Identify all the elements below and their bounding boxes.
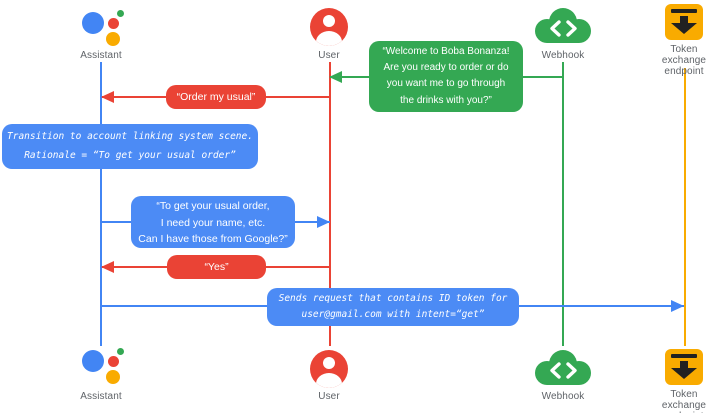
token-endpoint-lifeline [684, 68, 686, 346]
assistant-yellow-circle [106, 370, 120, 384]
assistant-red-circle [108, 18, 119, 29]
user-body-shape [316, 31, 342, 46]
welcome-message-bubble: “Welcome to Boba Bonanza! Are you ready … [369, 41, 523, 112]
webhook-lifeline [562, 62, 564, 346]
assistant-red-circle [108, 356, 119, 367]
assistant-yellow-circle [106, 32, 120, 46]
order-usual-arrowhead [101, 90, 114, 103]
user-icon-bottom [310, 350, 348, 388]
token-icon-arrow-head [671, 368, 697, 379]
token-endpoint-icon [665, 4, 703, 40]
user-body-shape [316, 373, 342, 388]
token-icon-arrow-head [671, 23, 697, 34]
assistant-blue-circle [82, 12, 104, 34]
yes-bubble: “Yes” [167, 255, 266, 279]
user-head-shape [323, 15, 335, 27]
yes-arrowhead [101, 260, 114, 273]
send-request-bubble: Sends request that contains ID token for… [267, 288, 519, 326]
user-label-top: User [318, 50, 340, 61]
transition-note-bubble: Transition to account linking system sce… [2, 124, 258, 169]
welcome-arrowhead [329, 70, 342, 83]
user-lifeline [329, 62, 331, 346]
assistant-label-bottom: Assistant [80, 391, 122, 402]
webhook-cloud-icon-bottom [532, 349, 594, 387]
google-assistant-icon-bottom [78, 348, 128, 384]
send-request-arrowhead [671, 299, 684, 312]
assistant-blue-circle [82, 350, 104, 372]
assistant-green-dot [117, 348, 124, 355]
user-head-shape [323, 357, 335, 369]
ask-info-bubble: “To get your usual order, I need your na… [131, 196, 295, 248]
ask-info-arrowhead [317, 215, 330, 228]
assistant-green-dot [117, 10, 124, 17]
user-icon [310, 8, 348, 46]
token-icon-bar [671, 354, 697, 358]
token-label-top: Token exchange endpoint [661, 44, 707, 77]
assistant-lifeline [100, 62, 102, 346]
google-assistant-icon [78, 10, 128, 46]
token-label-bottom: Token exchange endpoint [661, 389, 707, 413]
webhook-label-top: Webhook [541, 50, 585, 61]
user-label-bottom: User [318, 391, 340, 402]
order-usual-bubble: “Order my usual” [166, 85, 266, 109]
token-endpoint-icon-bottom [665, 349, 703, 385]
assistant-label-top: Assistant [80, 50, 122, 61]
webhook-label-bottom: Webhook [541, 391, 585, 402]
token-icon-arrow-stem [680, 361, 688, 368]
webhook-cloud-icon [532, 7, 594, 45]
token-icon-bar [671, 9, 697, 13]
token-icon-arrow-stem [680, 16, 688, 23]
